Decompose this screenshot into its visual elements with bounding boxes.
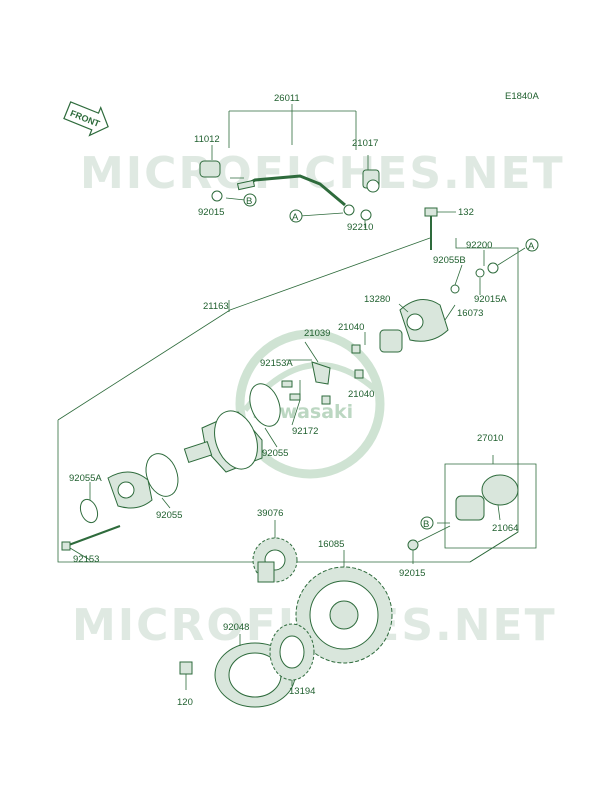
svg-text:A: A bbox=[528, 241, 535, 252]
part-label: 26011 bbox=[274, 93, 300, 104]
part-label: 27010 bbox=[477, 433, 503, 444]
part-label: 92015 bbox=[198, 207, 224, 218]
callout-b-lower: B bbox=[420, 516, 434, 530]
part-label: 21163 bbox=[203, 301, 229, 312]
part-label: 92153A bbox=[260, 358, 293, 369]
part-label: 21040 bbox=[348, 389, 374, 400]
part-label: 21039 bbox=[304, 328, 330, 339]
part-label: 92172 bbox=[292, 426, 318, 437]
callout-b-top: B bbox=[243, 193, 257, 207]
svg-text:A: A bbox=[292, 212, 299, 223]
front-arrow-icon: FRONT bbox=[63, 101, 109, 137]
svg-text:B: B bbox=[423, 519, 429, 530]
clutch-13194 bbox=[269, 623, 315, 681]
part-label: 92153 bbox=[73, 554, 99, 565]
part-label: 21064 bbox=[492, 523, 518, 534]
part-label: 92055 bbox=[262, 448, 288, 459]
part-label: 92055 bbox=[156, 510, 182, 521]
part-label: 13194 bbox=[289, 686, 315, 697]
part-label: 13280 bbox=[364, 294, 390, 305]
gear-39076 bbox=[252, 537, 298, 583]
part-label: 132 bbox=[458, 207, 474, 218]
gear-16085 bbox=[295, 566, 393, 664]
part-label: 92055B bbox=[433, 255, 466, 266]
callout-a-right: A bbox=[525, 238, 539, 252]
part-label: 92055A bbox=[69, 473, 102, 484]
part-label: 39076 bbox=[257, 508, 283, 519]
svg-text:B: B bbox=[246, 196, 252, 207]
part-label: 16085 bbox=[318, 539, 344, 550]
part-label: 16073 bbox=[457, 308, 483, 319]
watermark-top: MICROFICHES.NET bbox=[80, 148, 565, 199]
part-label: 120 bbox=[177, 697, 193, 708]
diagram-code: E1840A bbox=[505, 91, 539, 102]
part-label: 92015 bbox=[399, 568, 425, 579]
part-label: 21017 bbox=[352, 138, 378, 149]
part-label: 11012 bbox=[194, 134, 220, 145]
part-label: 21040 bbox=[338, 322, 364, 333]
part-label: 92048 bbox=[223, 622, 249, 633]
part-label: 92200 bbox=[466, 240, 492, 251]
part-label: 92210 bbox=[347, 222, 373, 233]
callout-a-top: A bbox=[289, 209, 303, 223]
part-label: 92015A bbox=[474, 294, 507, 305]
